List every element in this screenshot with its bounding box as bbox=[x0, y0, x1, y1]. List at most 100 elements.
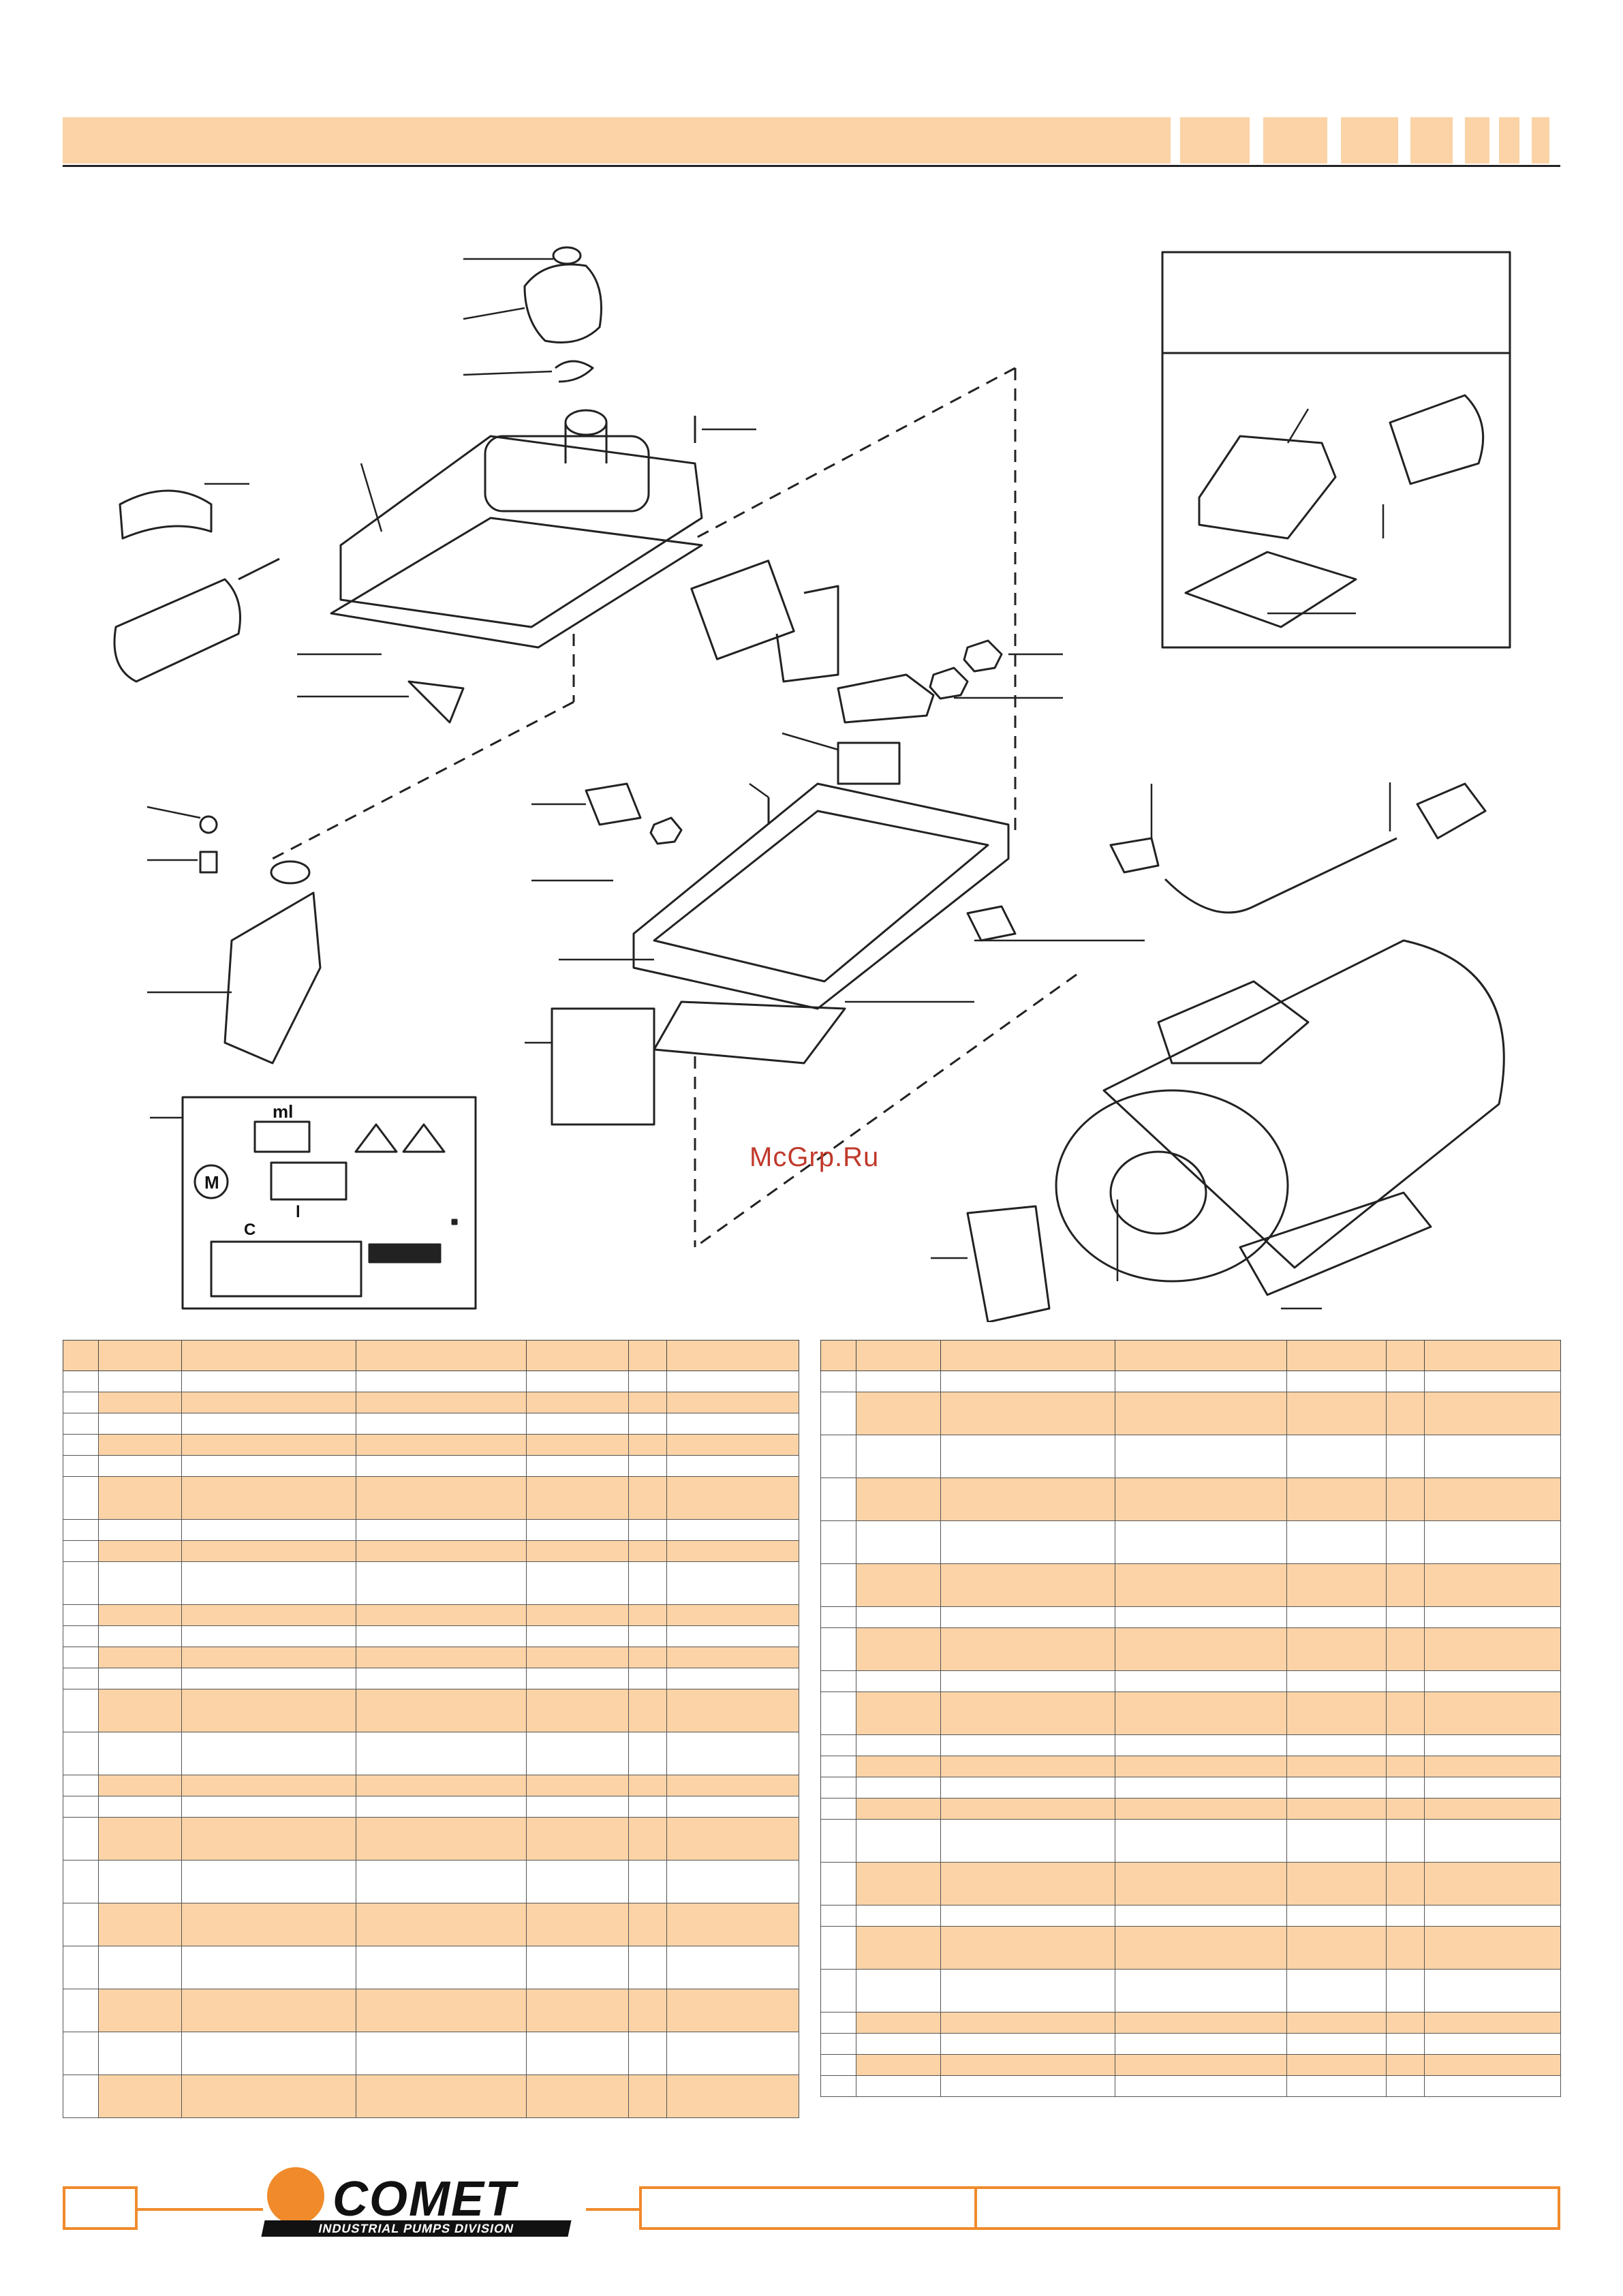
table-cell bbox=[1115, 1371, 1287, 1392]
table-cell bbox=[1286, 1969, 1387, 2012]
table-cell bbox=[1115, 1969, 1287, 2012]
table-row bbox=[820, 1627, 1561, 1671]
table-cell bbox=[1424, 2012, 1561, 2034]
table-cell bbox=[856, 1670, 941, 1692]
table-cell bbox=[1115, 1606, 1287, 1628]
table-cell bbox=[666, 1647, 799, 1668]
table-cell bbox=[940, 1756, 1115, 1777]
logo-division: INDUSTRIAL PUMPS DIVISION bbox=[261, 2220, 572, 2237]
table-cell bbox=[1286, 2054, 1387, 2076]
table-row bbox=[820, 1692, 1561, 1735]
table-cell bbox=[666, 1732, 799, 1775]
table-cell bbox=[820, 2033, 856, 2055]
table-row bbox=[820, 1563, 1561, 1607]
table-cell bbox=[666, 1817, 799, 1861]
table-cell bbox=[666, 1413, 799, 1435]
table-cell bbox=[98, 1775, 182, 1796]
table-cell bbox=[356, 1796, 527, 1818]
table-cell bbox=[666, 1796, 799, 1818]
logo-brand: COMET bbox=[333, 2172, 516, 2226]
table-cell bbox=[666, 1860, 799, 1903]
table-cell bbox=[856, 1926, 941, 1970]
table-cell bbox=[940, 1563, 1115, 1607]
table-cell bbox=[628, 1519, 667, 1541]
table-cell bbox=[356, 1817, 527, 1861]
table-cell bbox=[820, 1969, 856, 2012]
wiring-label-c: C bbox=[244, 1221, 256, 1239]
table-row bbox=[63, 1817, 799, 1861]
table-cell bbox=[940, 2012, 1115, 2034]
motor-flange bbox=[1055, 1089, 1289, 1283]
table-cell bbox=[63, 1604, 99, 1626]
table-header-cell bbox=[98, 1340, 182, 1371]
table-cell bbox=[1386, 2075, 1425, 2097]
table-row bbox=[63, 1455, 799, 1477]
table-cell bbox=[181, 1775, 356, 1796]
table-cell bbox=[1386, 1734, 1425, 1756]
table-row bbox=[63, 1434, 799, 1456]
table-cell bbox=[1424, 1926, 1561, 1970]
table-cell bbox=[856, 1627, 941, 1671]
table-cell bbox=[666, 1775, 799, 1796]
table-cell bbox=[856, 1692, 941, 1735]
table-cell bbox=[181, 1796, 356, 1818]
table-cell bbox=[1386, 1862, 1425, 1905]
table-cell bbox=[526, 1540, 629, 1562]
table-cell bbox=[1386, 1969, 1425, 2012]
table-cell bbox=[181, 1625, 356, 1647]
table-cell bbox=[63, 1392, 99, 1413]
header-tab bbox=[1341, 117, 1398, 164]
table-row bbox=[820, 2012, 1561, 2034]
table-cell bbox=[63, 1989, 99, 2032]
table-row bbox=[820, 1478, 1561, 1521]
table-row bbox=[820, 1756, 1561, 1777]
table-row bbox=[820, 1798, 1561, 1820]
table-cell bbox=[1286, 1905, 1387, 1927]
table-cell bbox=[1386, 1670, 1425, 1692]
terminal-box bbox=[632, 782, 1010, 1010]
table-cell bbox=[526, 1392, 629, 1413]
table-cell bbox=[181, 1668, 356, 1689]
inset-frame bbox=[1161, 251, 1511, 649]
table-row bbox=[63, 1561, 799, 1605]
table-cell bbox=[940, 1905, 1115, 1927]
table-row bbox=[63, 1392, 799, 1413]
table-row bbox=[820, 1606, 1561, 1628]
table-cell bbox=[1386, 1798, 1425, 1820]
table-header-cell bbox=[666, 1340, 799, 1371]
table-cell bbox=[63, 1561, 99, 1605]
clamp-part bbox=[119, 489, 213, 540]
table-cell bbox=[356, 2075, 527, 2118]
cap-part bbox=[552, 246, 582, 265]
table-row bbox=[820, 1905, 1561, 1927]
table-cell bbox=[940, 1670, 1115, 1692]
table-header-cell bbox=[1424, 1340, 1561, 1371]
table-cell bbox=[1386, 1606, 1425, 1628]
table-cell bbox=[526, 1732, 629, 1775]
table-cell bbox=[1286, 1756, 1387, 1777]
table-row bbox=[63, 1796, 799, 1818]
table-cell bbox=[526, 1455, 629, 1477]
table-cell bbox=[1386, 1692, 1425, 1735]
table-cell bbox=[63, 1860, 99, 1903]
table-cell bbox=[356, 1604, 527, 1626]
table-cell bbox=[628, 1903, 667, 1946]
table-cell bbox=[820, 1371, 856, 1392]
nut-part bbox=[929, 667, 969, 700]
table-cell bbox=[628, 1455, 667, 1477]
box-gasket bbox=[653, 1000, 846, 1065]
table-cell bbox=[356, 1413, 527, 1435]
table-cell bbox=[181, 1455, 356, 1477]
table-cell bbox=[940, 1969, 1115, 2012]
table-cell bbox=[63, 2075, 99, 2118]
table-cell bbox=[1386, 1777, 1425, 1798]
table-row bbox=[820, 1371, 1561, 1392]
table-cell bbox=[1424, 1520, 1561, 1564]
table-header-cell bbox=[526, 1340, 629, 1371]
table-cell bbox=[856, 1798, 941, 1820]
table-cell bbox=[1286, 1627, 1387, 1671]
table-cell bbox=[63, 1371, 99, 1392]
table-cell bbox=[1115, 1926, 1287, 1970]
header-tab bbox=[1180, 117, 1250, 164]
table-cell bbox=[98, 1476, 182, 1520]
